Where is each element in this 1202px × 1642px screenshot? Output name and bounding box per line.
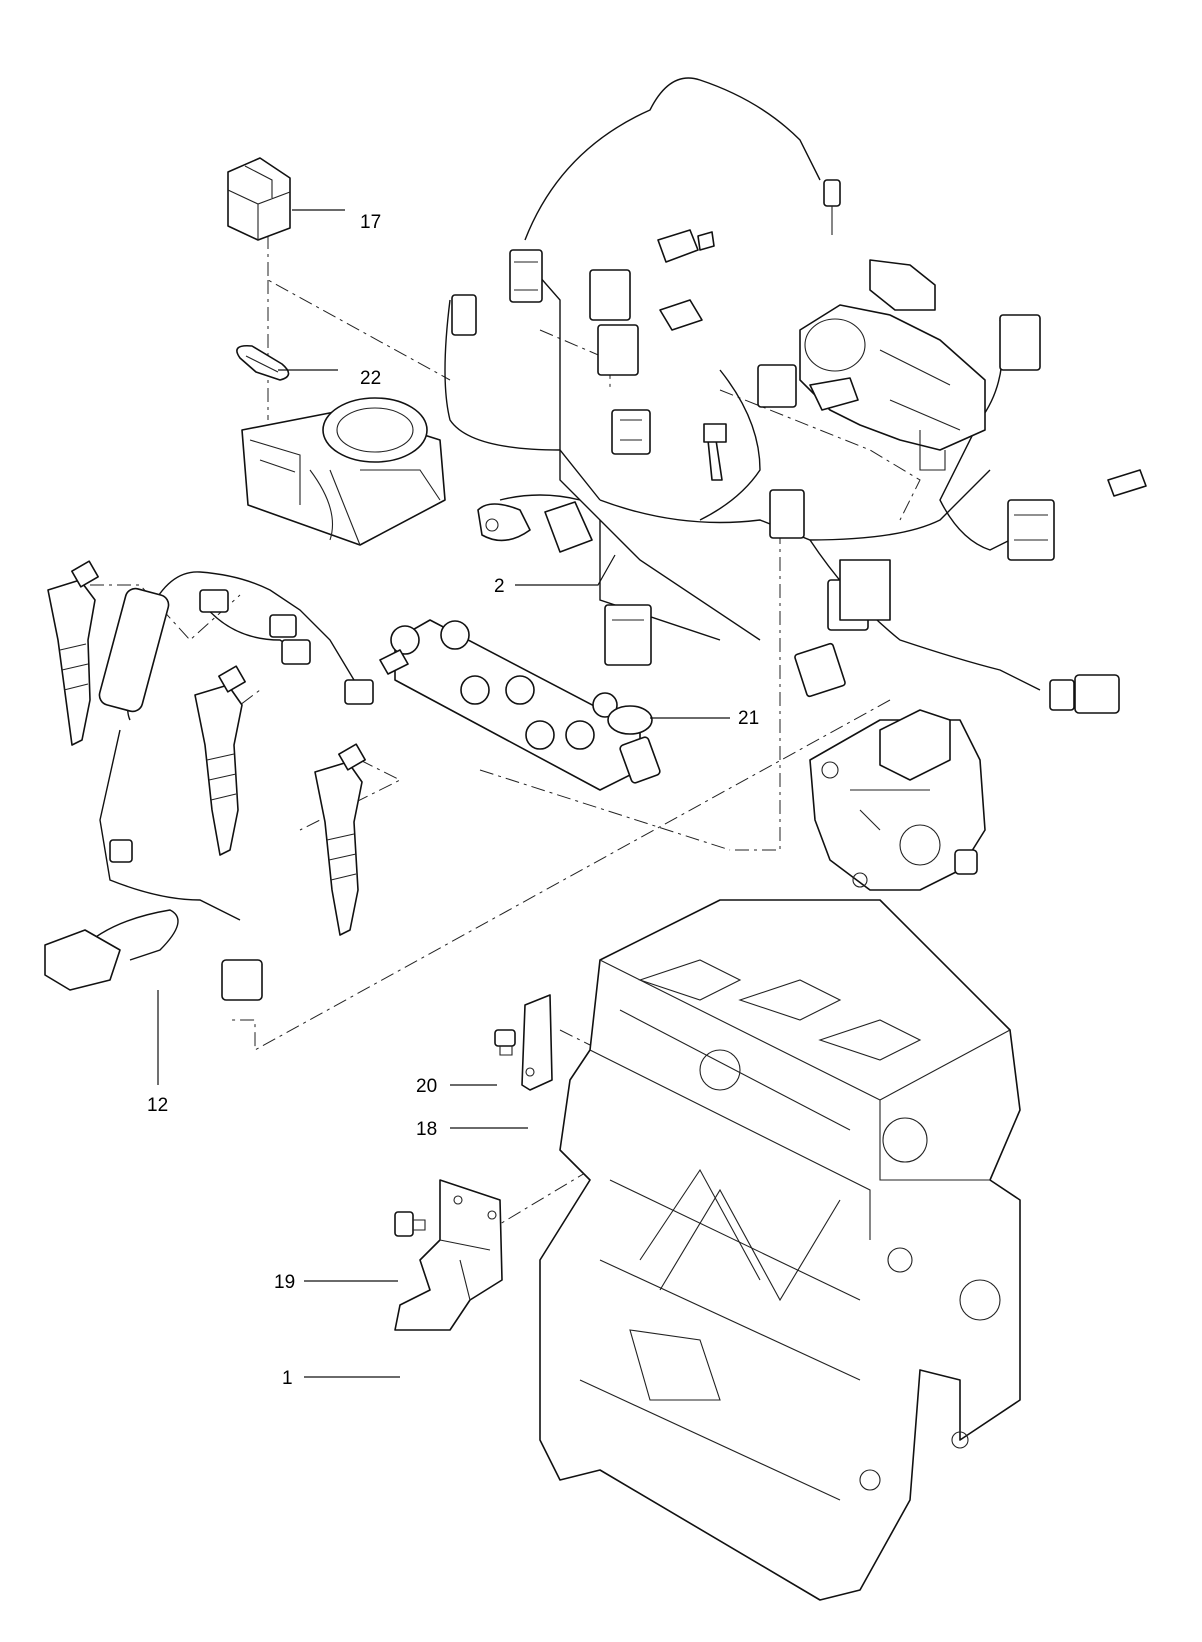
callout-22: 22 [360,368,381,389]
bolt-part-20 [494,1029,516,1056]
injector-harness-part-12 [44,571,374,1001]
connector-cover-part-17 [227,157,291,241]
callout-leaders [157,209,730,1378]
callout-20: 20 [416,1076,437,1097]
callout-18: 18 [416,1119,437,1140]
harness-connectors [451,179,1147,714]
callout-19: 19 [274,1272,295,1293]
callout-12: 12 [147,1095,168,1116]
high-pressure-pump [809,709,986,891]
throttle-body [241,397,446,546]
injector-1 [47,560,99,746]
callout-1: 1 [282,1368,293,1389]
gasket-part-22 [236,344,290,381]
injector-3 [314,743,366,936]
bolt-part-19 [394,1211,426,1237]
engine-block [539,899,1021,1601]
callout-21: 21 [738,708,759,729]
clamp-part-21 [607,705,653,735]
callout-17: 17 [360,212,381,233]
bracket-part-18 [521,994,553,1091]
callout-2: 2 [494,576,505,597]
injector-2 [194,665,246,856]
fuel-rail [379,619,661,791]
bracket-part-1 [394,1179,503,1331]
egr-valve [799,259,986,471]
